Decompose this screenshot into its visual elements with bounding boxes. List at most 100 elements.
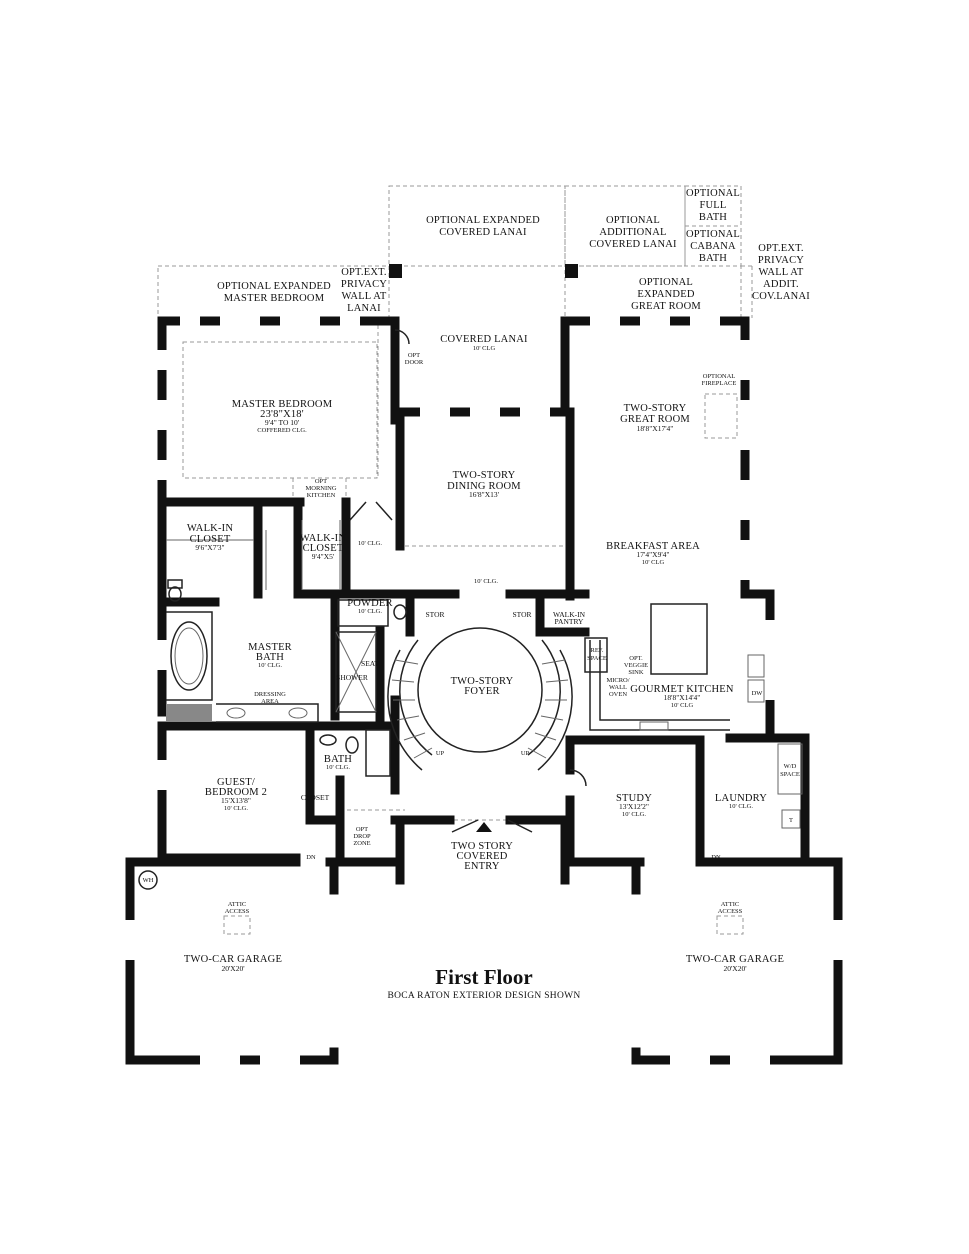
label-guest-bedroom-dim: 15'X13'8" [221, 796, 251, 805]
label-walkin-closet-2a: WALK-IN [300, 533, 347, 544]
label-opt-additional-lanai-3: COVERED LANAI [589, 239, 677, 250]
label-gourmet-kitchen: GOURMET KITCHEN [630, 684, 734, 695]
label-opt-expanded-great-1: OPTIONAL [639, 277, 693, 288]
label-garage-left-dim: 20'X20' [221, 964, 245, 973]
label-privacy-left-4: LANAI [347, 303, 381, 314]
label-walkin-closet-1-dim: 9'6"X7'3" [195, 543, 224, 552]
label-entry-1: TWO STORY [451, 841, 513, 852]
label-walkin-closet-2-dim: 9'4"X5' [312, 552, 335, 561]
label-master-bedroom-dim: 23'8"X18' [260, 409, 304, 420]
label-master-bedroom: MASTER BEDROOM [232, 399, 333, 410]
label-privacy-left-1: OPT.EXT. [341, 267, 387, 278]
label-breakfast-area-clg: 10' CLG [642, 559, 665, 566]
label-opt-expanded-lanai-2: COVERED LANAI [439, 227, 527, 238]
label-foyer-clg: 10' CLG. [474, 578, 498, 585]
plan-subtitle: BOCA RATON EXTERIOR DESIGN SHOWN [387, 991, 580, 1001]
label-entry-3: ENTRY [464, 861, 500, 872]
label-dn-right: DN [711, 854, 721, 861]
label-study-clg: 10' CLG. [622, 811, 646, 818]
label-opt-full-bath-2: FULL [699, 200, 726, 211]
label-micro-oven-1: MICRO/ [606, 677, 629, 684]
label-dressing-1: DRESSING [254, 691, 286, 698]
label-walkin-pantry-1: WALK-IN [553, 610, 586, 619]
label-privacy-right-3: WALL AT [758, 267, 803, 278]
label-garage-right-dim: 20'X20' [723, 964, 747, 973]
label-drop-zone-3: ZONE [353, 840, 370, 847]
fixtures [138, 329, 803, 935]
label-opt-expanded-great-3: GREAT ROOM [631, 301, 701, 312]
label-up-right: UP [521, 750, 530, 757]
label-walkin-closet-1b: CLOSET [190, 534, 231, 545]
label-privacy-right-4: ADDIT. [763, 279, 799, 290]
label-drop-zone-1: OPT [356, 826, 368, 833]
label-master-bath-2: BATH [256, 652, 284, 663]
label-closet: CLOSET [301, 793, 330, 802]
label-morning-kitchen-1: OPT [315, 478, 327, 485]
label-entry-2: COVERED [457, 851, 508, 862]
label-fireplace-2: FIREPLACE [702, 380, 737, 387]
label-micro-oven-2: WALL [609, 684, 627, 691]
label-wd-space-1: W/D [784, 763, 797, 770]
label-privacy-left-3: WALL AT [341, 291, 386, 302]
label-master-bedroom-clg-1: 9'4" TO 10' [265, 418, 300, 427]
label-dn-left: DN [306, 854, 316, 861]
label-foyer-1: TWO-STORY [451, 676, 514, 687]
label-drop-zone-2: DROP [353, 833, 371, 840]
label-seat: SEAT [361, 659, 379, 668]
label-dining-room-1: TWO-STORY [453, 470, 516, 481]
label-attic-left-1: ATTIC [228, 901, 246, 908]
label-opt-expanded-master-2: MASTER BEDROOM [224, 293, 325, 304]
label-garage-right: TWO-CAR GARAGE [686, 954, 784, 965]
label-opt-full-bath-3: BATH [699, 212, 727, 223]
label-t: T [789, 817, 793, 824]
label-powder-clg: 10' CLG. [358, 608, 382, 615]
label-covered-lanai: COVERED LANAI [440, 334, 528, 345]
label-opt-additional-lanai-1: OPTIONAL [606, 215, 660, 226]
label-bath: BATH [324, 754, 352, 765]
label-shower: SHOWER [336, 673, 368, 682]
label-attic-left-2: ACCESS [225, 908, 250, 915]
label-great-room-2: GREAT ROOM [620, 414, 690, 425]
label-up-left: UP [436, 750, 445, 757]
label-privacy-right-2: PRIVACY [758, 255, 804, 266]
label-morning-kitchen-2: MORNING [305, 485, 336, 492]
label-dining-room-dim: 16'8"X13' [469, 490, 500, 499]
label-stor-right: STOR [512, 610, 531, 619]
label-opt-door-2: DOOR [405, 359, 424, 366]
label-opt-expanded-master-1: OPTIONAL EXPANDED [217, 281, 331, 292]
label-foyer-2: FOYER [464, 686, 499, 697]
label-morning-kitchen-3: KITCHEN [307, 492, 336, 499]
label-opt-cabana-bath-3: BATH [699, 253, 727, 264]
label-covered-lanai-clg: 10' CLG [473, 345, 496, 352]
label-micro-oven-3: OVEN [609, 691, 627, 698]
label-stor-left: STOR [425, 610, 444, 619]
label-ref-space-2: SPACE [587, 655, 607, 662]
windows [125, 316, 843, 1065]
label-study: STUDY [616, 793, 652, 804]
label-dressing-2: AREA [261, 698, 279, 705]
label-veggie-sink-1: OPT. [629, 655, 643, 662]
label-guest-bedroom-1: GUEST/ [217, 777, 255, 788]
label-master-bath-1: MASTER [248, 642, 292, 653]
label-dining-room-2: DINING ROOM [447, 481, 521, 492]
plan-title: First Floor [435, 965, 532, 989]
label-opt-cabana-bath-1: OPTIONAL [686, 229, 740, 240]
label-guest-bedroom-2: BEDROOM 2 [205, 787, 267, 798]
label-master-bath-clg: 10' CLG. [258, 662, 282, 669]
label-wh: WH [143, 877, 154, 884]
label-veggie-sink-3: SINK [628, 669, 643, 676]
label-walkin-pantry-2: PANTRY [555, 617, 584, 626]
label-master-bedroom-clg-2: COFFERED CLG. [257, 427, 307, 434]
label-attic-right-1: ATTIC [721, 901, 739, 908]
label-privacy-right-1: OPT.EXT. [758, 243, 804, 254]
label-walkin-closet-1a: WALK-IN [187, 523, 234, 534]
label-bath-clg: 10' CLG. [326, 764, 350, 771]
label-walkin-closet-2b: CLOSET [303, 543, 344, 554]
label-laundry: LAUNDRY [715, 793, 767, 804]
label-laundry-clg: 10' CLG. [729, 803, 753, 810]
label-dw: DW [752, 690, 764, 697]
label-attic-right-2: ACCESS [718, 908, 743, 915]
label-opt-door-1: OPT [408, 352, 420, 359]
label-opt-cabana-bath-2: CABANA [690, 241, 736, 252]
